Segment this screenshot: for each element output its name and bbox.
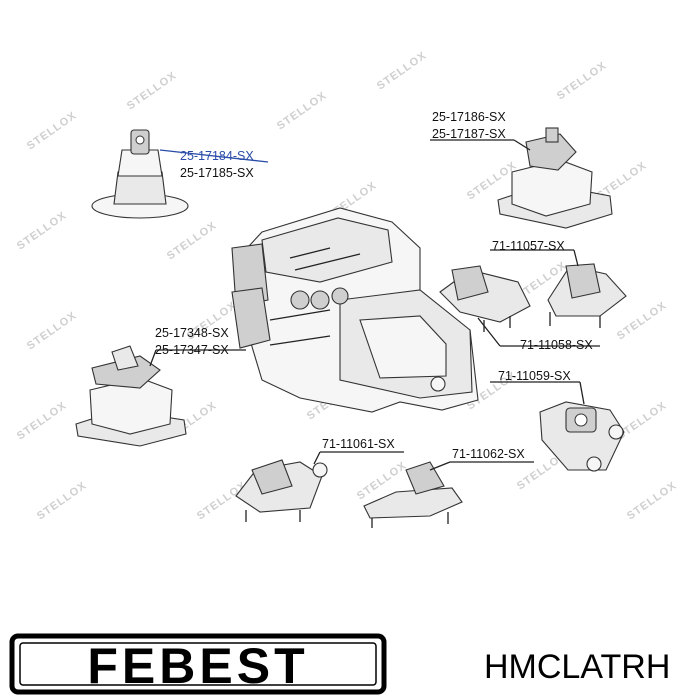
mount-part-2 xyxy=(430,127,613,229)
mount-part-5 xyxy=(75,345,246,447)
label-p4: 71-11058-SX xyxy=(520,338,593,352)
bracket-part-4 xyxy=(547,263,627,328)
label-p8: 71-11062-SX xyxy=(452,447,525,461)
watermark-4: STELLOX xyxy=(555,60,609,103)
label-p1-a: 25-17184-SX xyxy=(180,149,254,163)
bracket-part-8 xyxy=(363,461,534,528)
watermark-24: STELLOX xyxy=(625,480,679,523)
label-p5-a: 25-17348-SX xyxy=(155,326,229,340)
label-p1-b: 25-17185-SX xyxy=(180,166,254,180)
watermark-5: STELLOX xyxy=(15,210,69,253)
brand-logo: FEBEST xyxy=(9,633,387,695)
watermark-1: STELLOX xyxy=(125,70,179,113)
watermark-0: STELLOX xyxy=(25,110,79,153)
watermark-6: STELLOX xyxy=(165,220,219,263)
bracket-part-7 xyxy=(235,451,404,522)
part-code: HMCLATRH xyxy=(484,648,670,686)
label-p2-b: 25-17187-SX xyxy=(432,127,506,141)
bracket-part-3 xyxy=(439,265,531,332)
label-p2-a: 25-17186-SX xyxy=(432,110,506,124)
watermark-19: STELLOX xyxy=(615,400,669,443)
brand-name: FEBEST xyxy=(87,638,308,694)
watermark-10: STELLOX xyxy=(25,310,79,353)
label-p5-b: 25-17347-SX xyxy=(155,343,229,357)
watermark-2: STELLOX xyxy=(275,90,329,133)
label-p3: 71-11057-SX xyxy=(492,239,565,253)
watermark-21: STELLOX xyxy=(195,480,249,523)
label-p6: 71-11059-SX xyxy=(498,369,571,383)
watermark-20: STELLOX xyxy=(35,480,89,523)
engine-illustration xyxy=(231,207,479,413)
mount-part-6 xyxy=(490,381,625,472)
label-p7: 71-11061-SX xyxy=(322,437,395,451)
watermark-15: STELLOX xyxy=(15,400,69,443)
watermark-3: STELLOX xyxy=(375,50,429,93)
watermark-14: STELLOX xyxy=(615,300,669,343)
mount-part-1 xyxy=(91,129,269,219)
